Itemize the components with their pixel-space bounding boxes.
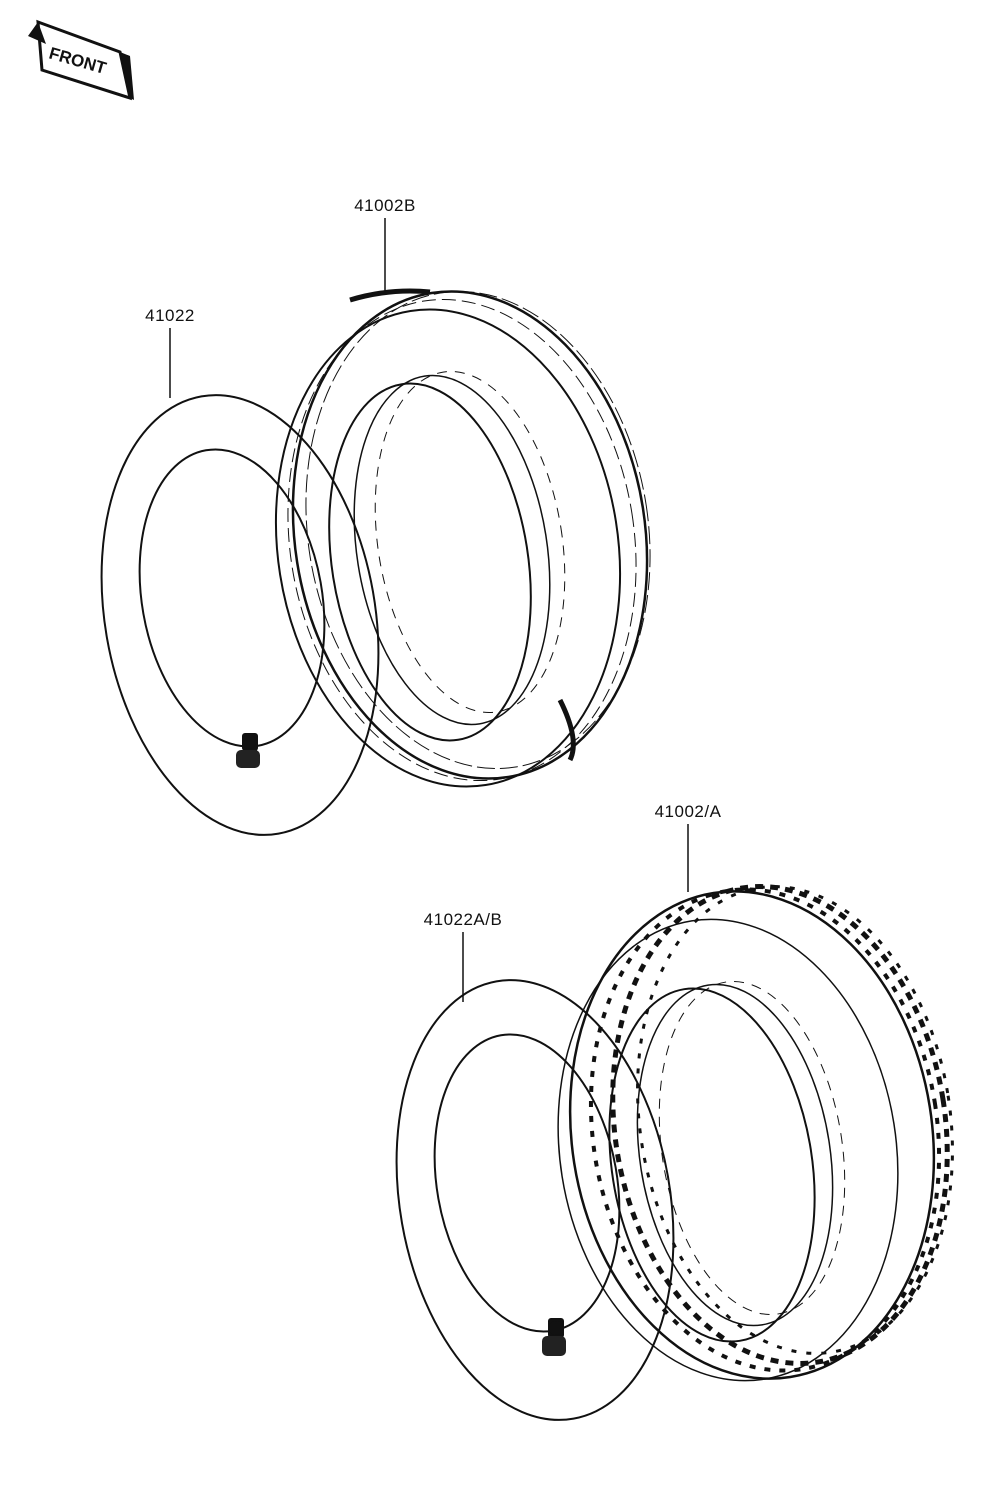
part-label-41002a: 41002/A xyxy=(655,802,722,821)
valve-stem-icon xyxy=(236,733,260,768)
front-arrow-icon xyxy=(28,22,46,44)
part-label-41022: 41022 xyxy=(145,306,195,325)
rear-tube xyxy=(100,394,380,836)
valve-stem-icon xyxy=(542,1318,566,1356)
front-tire xyxy=(557,884,954,1382)
rear-tire xyxy=(274,288,651,788)
part-label-41022ab: 41022A/B xyxy=(424,910,503,929)
part-label-41002b: 41002B xyxy=(354,196,416,215)
front-tube xyxy=(395,979,675,1421)
front-marker: FRONT xyxy=(28,19,134,101)
